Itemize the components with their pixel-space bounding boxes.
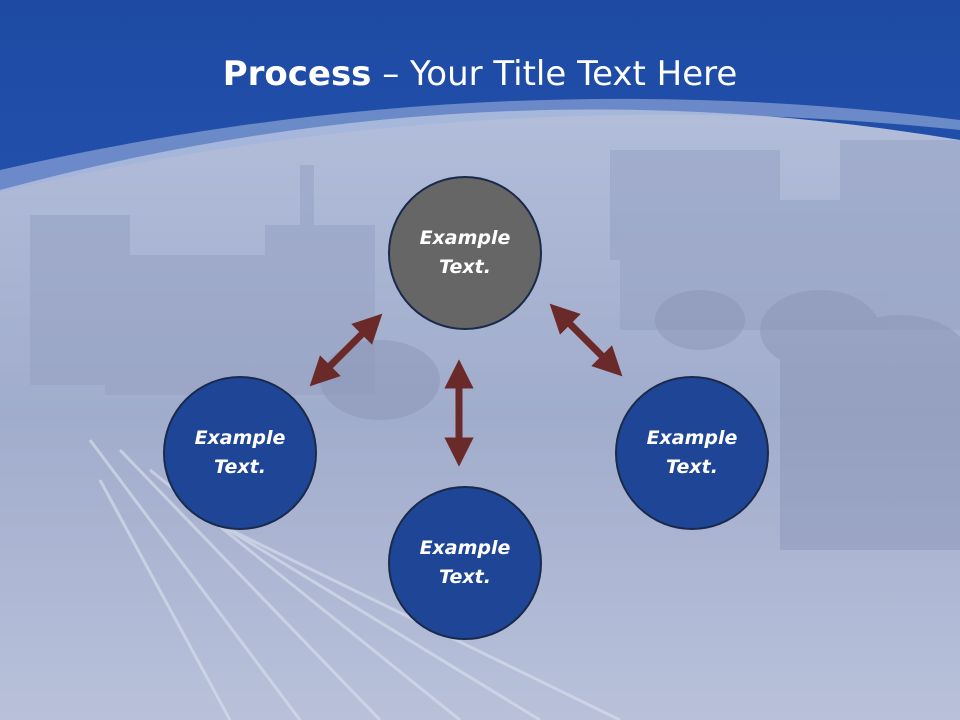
page-title: Process – Your Title Text Here [0, 52, 960, 96]
process-node-top: Example Text. [388, 176, 542, 330]
process-node-left: Example Text. [163, 376, 317, 530]
process-node-bottom: Example Text. [388, 486, 542, 640]
title-rest: – Your Title Text Here [371, 54, 738, 94]
process-node-right: Example Text. [615, 376, 769, 530]
title-bold: Process [222, 54, 372, 94]
